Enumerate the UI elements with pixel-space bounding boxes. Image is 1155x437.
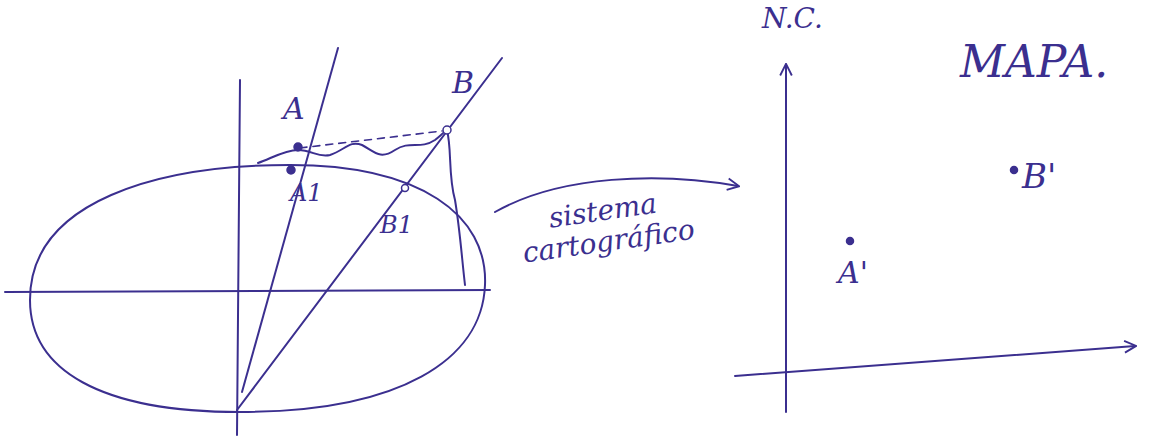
map-title: MAPA. [960, 38, 1108, 86]
ellipsoid [30, 165, 485, 412]
point-label: B1 [380, 212, 413, 238]
point-a1 [287, 166, 295, 174]
point-label: A1 [290, 180, 323, 206]
map-point-a [847, 238, 854, 245]
axis-label: N.C. [762, 4, 823, 35]
point-label: A' [838, 256, 868, 289]
point-label: B [452, 66, 474, 99]
point-label: B' [1022, 158, 1056, 195]
transform-label: sistema cartográfico [517, 184, 694, 269]
equator-axis [5, 290, 490, 292]
map-axis-horizontal [735, 346, 1135, 376]
map-axis-vertical [785, 65, 787, 412]
point-label: A [283, 92, 305, 125]
dashed-chord [300, 131, 442, 148]
point-a [294, 143, 302, 151]
point-b1 [402, 185, 409, 192]
map-point-b [1011, 167, 1018, 174]
point-b [443, 126, 451, 134]
terrain-profile [258, 130, 465, 285]
polar-axis [237, 80, 240, 435]
normal-line-b [237, 58, 502, 410]
